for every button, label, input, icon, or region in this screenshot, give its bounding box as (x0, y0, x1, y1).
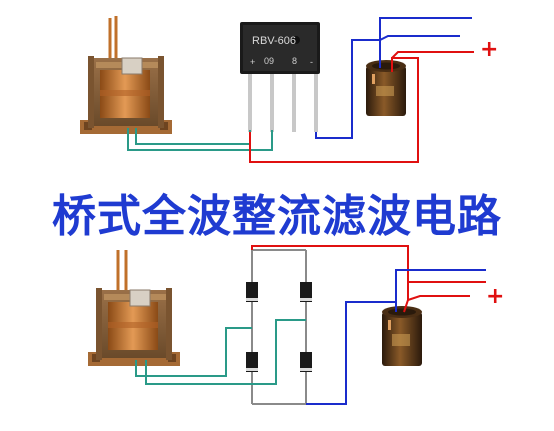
wires-top (127, 17, 474, 163)
wires-bottom (135, 245, 486, 405)
diode-icon (300, 352, 312, 372)
bridge-rectifier-icon: RBV-606 09 8 + - (240, 22, 320, 132)
diode-icon (246, 352, 258, 372)
plus-symbol-top: + (480, 37, 499, 62)
transformer-icon-top (80, 16, 172, 134)
svg-text:+: + (250, 57, 255, 67)
diode-bridge (246, 249, 312, 405)
bridge-label: RBV-606 (252, 35, 296, 47)
diode-icon (300, 282, 312, 302)
diode-icon (246, 282, 258, 302)
bridge-code-left: 09 (264, 56, 274, 66)
plus-symbol-bottom: + (486, 284, 505, 309)
capacitor-icon (366, 60, 406, 116)
transformer-icon-bottom (88, 250, 180, 366)
svg-text:-: - (310, 57, 313, 67)
page-title: 桥式全波整流滤波电路 (52, 191, 502, 242)
bridge-code-right: 8 (292, 56, 297, 66)
capacitor-icon-bottom (382, 306, 422, 366)
